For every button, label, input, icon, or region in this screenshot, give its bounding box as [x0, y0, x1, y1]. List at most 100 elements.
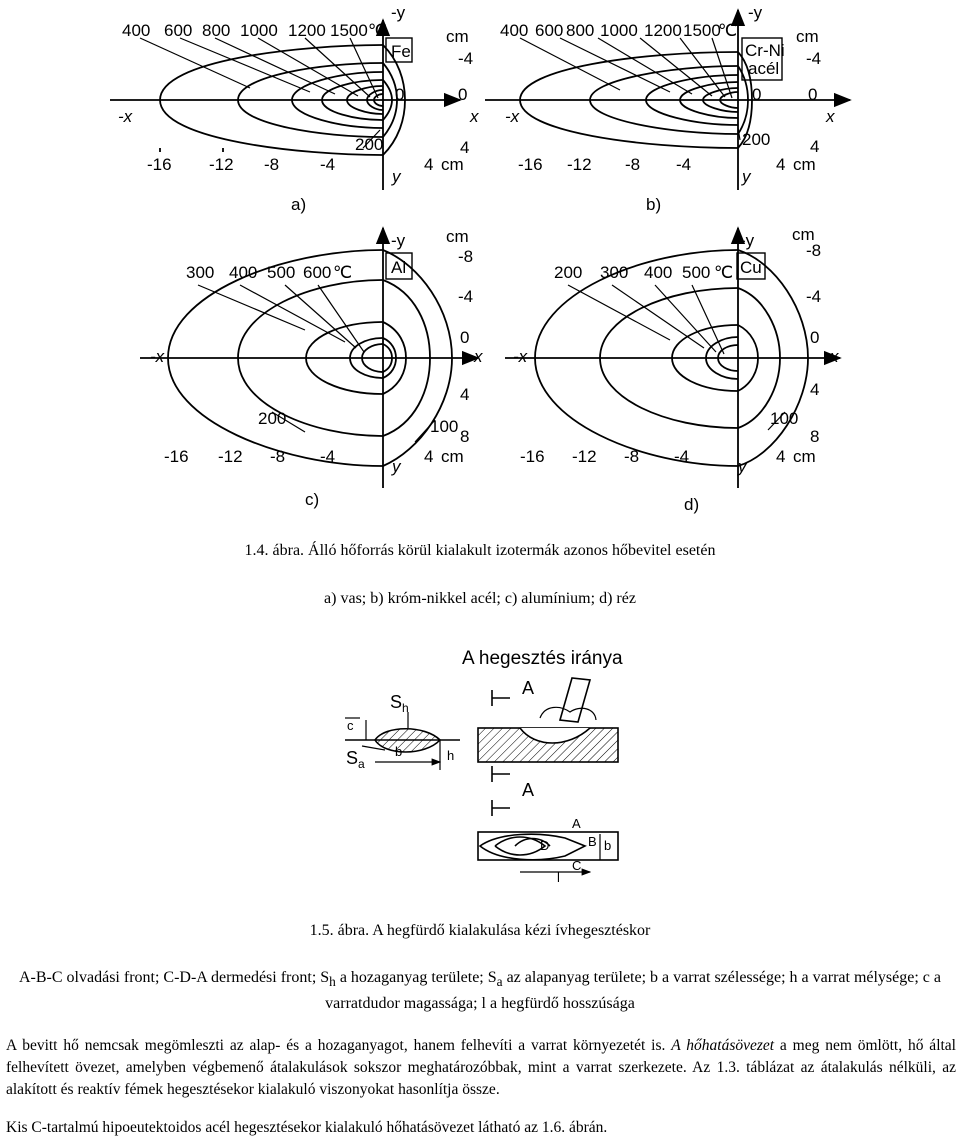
panel-b-unit: cm	[796, 27, 819, 46]
panel-d-y: y	[737, 457, 748, 476]
panel-b-label-1200: 1200	[644, 21, 682, 40]
panel-d-label-200: 200	[554, 263, 582, 282]
panel-b-label-600: 600	[535, 21, 563, 40]
panel-c-label-400: 400	[229, 263, 257, 282]
label-A2: A	[572, 816, 581, 831]
panel-b-xtick-neg4: -4	[676, 155, 691, 174]
label-l: l	[557, 870, 560, 885]
figure-1-4-caption-line2: a) vas; b) króm-nikkel acél; c) alumíniu…	[324, 590, 636, 607]
figure-1-4-caption-line1: 1.4. ábra. Álló hőforrás körül kialakult…	[244, 542, 716, 559]
panel-d-xtick-4: 4	[776, 447, 785, 466]
label-b2: b	[604, 838, 611, 853]
panel-a-label-1500: 1500℃	[330, 21, 387, 40]
panel-b-neg-x: -x	[505, 107, 520, 126]
panel-c-label-celsius: ℃	[333, 263, 352, 282]
panel-a-xunit: cm	[441, 155, 464, 174]
panel-a-label-800: 800	[202, 21, 230, 40]
panel-d-label-400: 400	[644, 263, 672, 282]
figure-1-5-caption: 1.5. ábra. A hegfürdő kialakulása kézi í…	[309, 922, 651, 939]
para1-text-a: A bevitt hő nemcsak megömleszti az alap-…	[6, 1037, 672, 1054]
weld-side-view	[477, 677, 619, 782]
panel-c-ytick-8: 8	[460, 427, 469, 446]
legend-part-1: A-B-C olvadási front; C-D-A dermedési fr…	[18, 969, 330, 986]
label-C: C	[572, 858, 581, 873]
panel-a-material: Fe	[391, 42, 411, 61]
legend-sub-a: a	[496, 974, 503, 990]
weld-pool-figure: A hegesztés iránya S h S a c b h A A A B…	[345, 648, 623, 885]
panel-d-label-300: 300	[600, 263, 628, 282]
panel-c-unit: cm	[446, 227, 469, 246]
label-S-a: S	[346, 748, 358, 768]
body-paragraph-1: A bevitt hő nemcsak megömleszti az alap-…	[6, 1035, 956, 1101]
panel-c-letter: c)	[305, 490, 319, 509]
panel-c-y: y	[391, 457, 402, 476]
panel-b-xtick-4: 4	[776, 155, 785, 174]
panel-a-neg-x: -x	[118, 107, 133, 126]
panel-c-xtick-neg16: -16	[164, 447, 189, 466]
panel-a-xtick-neg12: -12	[209, 155, 234, 174]
panel-d-x: x	[829, 347, 839, 366]
label-A-bottom: A	[522, 780, 534, 800]
panel-a-label-600: 600	[164, 21, 192, 40]
legend-part-3: az alapanyag területe; b a varrat széles…	[325, 969, 942, 1013]
panel-c-label-300: 300	[186, 263, 214, 282]
panel-a-ytick-neg4: -4	[458, 49, 473, 68]
panel-d-label-100: 100	[770, 409, 798, 428]
panel-c-label-600: 600	[303, 263, 331, 282]
panel-b-xtick-neg12: -12	[567, 155, 592, 174]
panel-c	[140, 226, 480, 488]
weld-cross-section	[345, 712, 460, 770]
panel-d-ytick-0: 0	[810, 328, 819, 347]
panel-a-neg-y: -y	[391, 3, 406, 22]
panel-a-xtick-neg8: -8	[264, 155, 279, 174]
panel-b-neg-y: -y	[748, 3, 763, 22]
panel-d-label-500: 500	[682, 263, 710, 282]
panel-a-xtick-neg4: -4	[320, 155, 335, 174]
panel-c-ytick-neg8: -8	[458, 247, 473, 266]
label-h: h	[447, 748, 454, 763]
panel-b-y: y	[741, 167, 752, 186]
label-S: S	[390, 692, 402, 712]
panel-d-unit: cm	[792, 225, 815, 244]
panel-c-ytick-0: 0	[460, 328, 469, 347]
panel-b-xunit: cm	[793, 155, 816, 174]
panel-a-unit: cm	[446, 27, 469, 46]
panel-a-label-1200: 1200	[288, 21, 326, 40]
panel-d-ytick-4: 4	[810, 380, 819, 399]
panel-a-y: y	[391, 167, 402, 186]
legend-part-2: a hozaganyag területe; S	[335, 969, 497, 986]
panel-a-letter: a)	[291, 195, 306, 214]
panel-b-ytick-4: 4	[810, 137, 819, 156]
panel-b-origin: 0	[752, 85, 761, 104]
label-B: B	[588, 834, 597, 849]
panel-a-x: x	[469, 107, 479, 126]
panel-b-label-1000: 1000	[600, 21, 638, 40]
panel-b-ytick-0: 0	[808, 85, 817, 104]
panel-c-xtick-neg4: -4	[320, 447, 335, 466]
panel-d-ytick-8: 8	[810, 427, 819, 446]
panel-d-ytick-neg8: -8	[806, 241, 821, 260]
panel-c-ytick-4: 4	[460, 385, 469, 404]
panel-a-ytick-4: 4	[460, 138, 469, 157]
label-A-top: A	[522, 678, 534, 698]
panel-b-letter: b)	[646, 195, 661, 214]
figure-1-5-legend: A-B-C olvadási front; C-D-A dermedési fr…	[10, 967, 950, 1015]
panel-c-material: Al	[391, 258, 406, 277]
panel-b-xtick-neg8: -8	[625, 155, 640, 174]
panel-a-label-400: 400	[122, 21, 150, 40]
para1-term: A hőhatásövezet	[671, 1037, 775, 1054]
label-h-sub: h	[402, 701, 409, 715]
panel-c-xtick-4: 4	[424, 447, 433, 466]
panel-a-xtick-neg16: -16	[147, 155, 172, 174]
panel-a-ytick-0: 0	[458, 85, 467, 104]
panel-b-label-400: 400	[500, 21, 528, 40]
panel-a	[110, 18, 462, 190]
panel-b-xtick-neg16: -16	[518, 155, 543, 174]
panel-b-label-800: 800	[566, 21, 594, 40]
panel-d	[505, 226, 842, 488]
panel-c-label-500: 500	[267, 263, 295, 282]
panel-b-label-1500: 1500	[683, 21, 721, 40]
panel-c-label-100: 100	[430, 417, 458, 436]
panel-b-material2: acél	[748, 59, 779, 78]
label-b: b	[395, 744, 402, 759]
